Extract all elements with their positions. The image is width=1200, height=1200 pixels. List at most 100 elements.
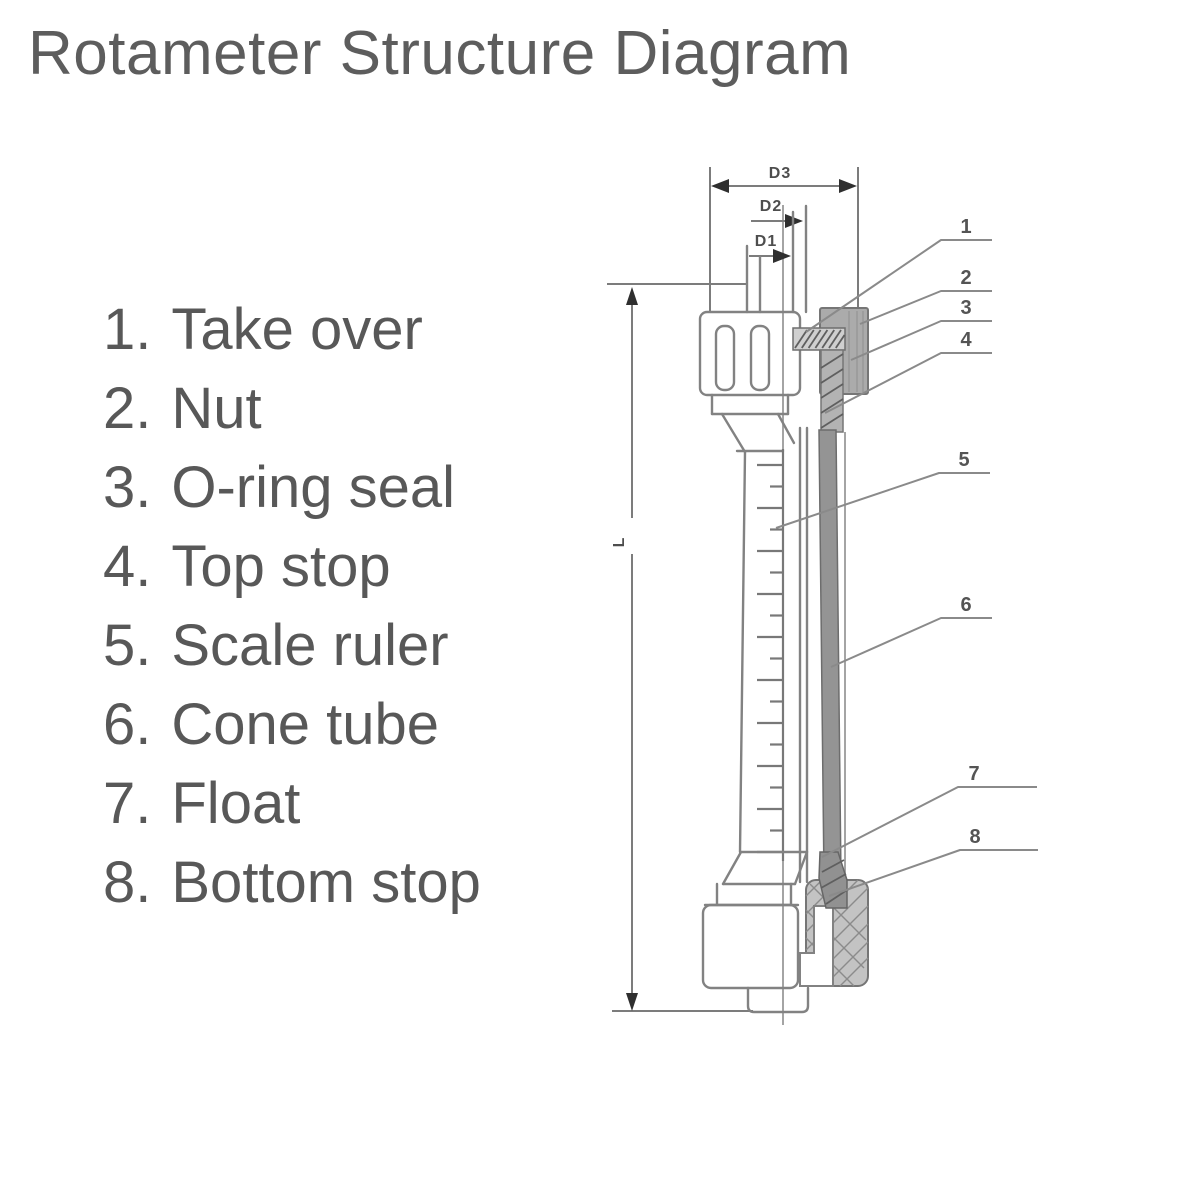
- dimension-d1: D1: [749, 233, 791, 263]
- outlet-notch: [746, 986, 810, 1014]
- leader-line: [775, 472, 990, 529]
- d3-label: D3: [769, 165, 791, 182]
- item-number: 8.: [103, 850, 152, 915]
- list-item-nut: 2. Nut: [103, 369, 481, 448]
- flow-channel: [799, 905, 834, 987]
- list-item-float: 7. Float: [103, 764, 481, 843]
- leader-line: [824, 352, 992, 414]
- item-number: 5.: [103, 613, 152, 678]
- item-number: 6.: [103, 692, 152, 757]
- item-number: 7.: [103, 771, 152, 836]
- callout-6-cone-tube: 6: [830, 594, 992, 668]
- leader-line: [821, 786, 1037, 858]
- callout-number: 7: [968, 763, 979, 785]
- list-item-bottom-stop: 8.Bottom stop: [103, 843, 481, 922]
- item-label: Nut: [171, 376, 262, 441]
- list-item-oring-seal: 3. O-ring seal: [103, 448, 481, 527]
- float-hatch: [821, 859, 845, 873]
- cap-taper: [793, 850, 809, 886]
- callout-number: 1: [960, 216, 971, 238]
- arrowhead-right-icon: [773, 249, 791, 263]
- dimension-length: L: [607, 283, 753, 1012]
- callout-8-bottom-stop: 8: [828, 826, 1038, 897]
- arrowhead-up-icon: [626, 287, 638, 305]
- page-title: Rotameter Structure Diagram: [28, 19, 852, 88]
- arrowhead-right-icon: [839, 179, 857, 193]
- parts-list: 1. Take over 2. Nut 3. O-ring seal 4. Top st…: [103, 290, 481, 922]
- seal-hatch: [828, 329, 842, 349]
- callout-2-nut: 2: [859, 267, 992, 325]
- leader-line: [859, 290, 992, 325]
- item-label: Take over: [171, 297, 423, 362]
- item-label: Scale ruler: [171, 613, 449, 678]
- callout-number: 4: [960, 329, 972, 351]
- callout-number: 8: [969, 826, 980, 848]
- length-label: L: [611, 537, 628, 548]
- list-item-cone-tube: 6. Cone tube: [103, 685, 481, 764]
- inlet-stub: [745, 204, 808, 314]
- callout-1-take-over: 1: [805, 216, 992, 333]
- cap-slot: [749, 324, 771, 392]
- callout-number: 5: [958, 449, 969, 471]
- item-number: 3.: [103, 455, 152, 520]
- item-number: 2.: [103, 376, 152, 441]
- bottom-cap: [701, 850, 810, 1014]
- top-cap-take-over: [698, 310, 802, 454]
- d1-label: D1: [755, 233, 777, 250]
- cone-tube: [818, 429, 842, 879]
- item-number: 4.: [103, 534, 152, 599]
- item-label: Top stop: [171, 534, 391, 599]
- stop-hatch: [820, 383, 844, 399]
- top-stop: [820, 349, 844, 433]
- stop-hatch: [820, 413, 844, 429]
- scale-ruler: [757, 449, 785, 861]
- seal-hatch: [814, 329, 829, 349]
- item-label: Float: [171, 771, 301, 836]
- d2-label: D2: [760, 198, 782, 215]
- arrowhead-down-icon: [626, 993, 638, 1011]
- list-item-top-stop: 4. Top stop: [103, 527, 481, 606]
- callout-number: 3: [960, 297, 971, 319]
- callout-number: 2: [960, 267, 971, 289]
- stop-hatch: [820, 398, 844, 414]
- cap-taper: [720, 412, 747, 454]
- cap-taper: [776, 412, 796, 445]
- float-hatch: [825, 889, 848, 905]
- cap-body: [701, 903, 800, 990]
- measuring-tube: [738, 426, 846, 884]
- cone-tube-wall: [818, 429, 842, 879]
- dimension-d3: D3: [709, 165, 859, 313]
- callout-number: 6: [960, 594, 971, 616]
- tube-outer-wall: [738, 450, 747, 854]
- leader-line: [805, 239, 992, 333]
- leader-line: [830, 617, 992, 668]
- float-hatch: [820, 873, 847, 889]
- callout-7-float: 7: [821, 763, 1037, 858]
- callout-3-oring-seal: 3: [850, 297, 992, 361]
- item-label: Cone tube: [171, 692, 440, 757]
- seal-hatch: [821, 329, 835, 349]
- arrowhead-left-icon: [711, 179, 729, 193]
- stop-hatch: [820, 368, 844, 384]
- stop-hatch: [839, 957, 869, 987]
- seal-hatch: [835, 334, 846, 349]
- item-label: O-ring seal: [171, 455, 456, 520]
- callout-4-top-stop: 4: [824, 329, 992, 414]
- cap-taper: [721, 850, 743, 886]
- leader-line: [828, 849, 1038, 897]
- list-item-scale-ruler: 5. Scale ruler: [103, 606, 481, 685]
- cap-slot: [714, 324, 736, 392]
- seal-hatch: [807, 329, 822, 349]
- list-item-take-over: 1. Take over: [103, 290, 481, 369]
- item-number: 1.: [103, 297, 152, 362]
- seal-hatch: [794, 329, 808, 349]
- leader-line: [850, 320, 992, 361]
- float: [818, 851, 848, 909]
- callout-5-scale-ruler: 5: [775, 449, 990, 529]
- dimension-d2: D2: [751, 198, 803, 228]
- o-ring-seal: [792, 327, 846, 351]
- cap-body: [698, 310, 802, 397]
- seal-hatch: [801, 329, 815, 349]
